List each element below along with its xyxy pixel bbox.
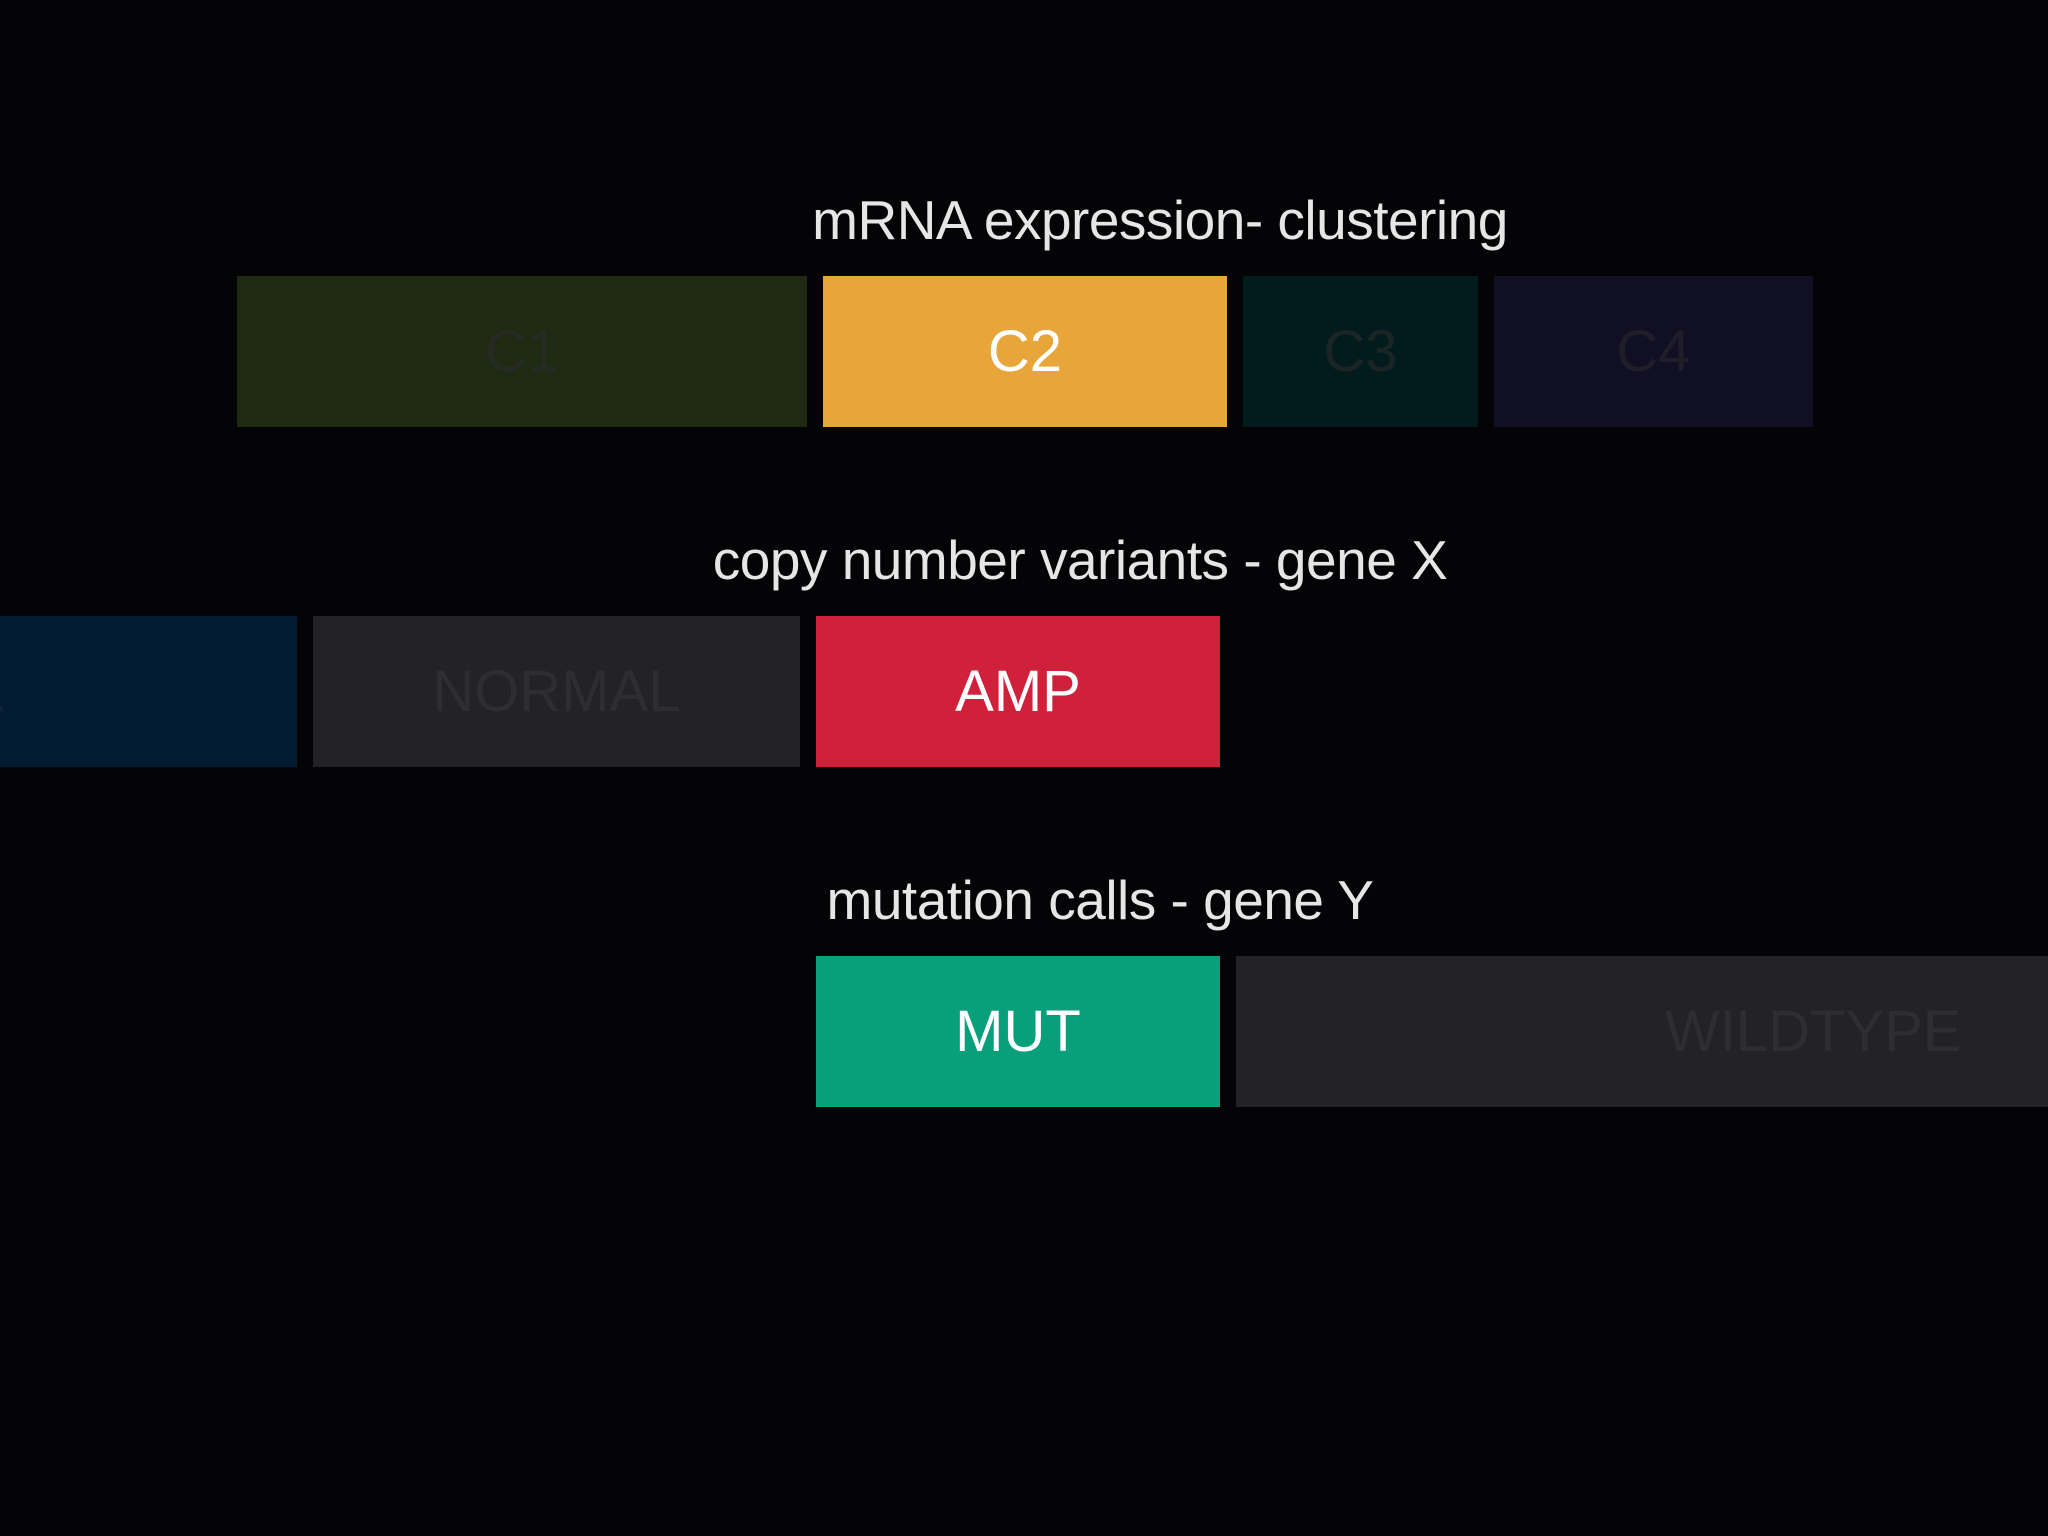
cluster-c2-block[interactable]: C2	[823, 276, 1227, 427]
cnv-loss-block[interactable]: L	[0, 616, 297, 767]
mutation-mut-label: MUT	[955, 999, 1081, 1064]
cluster-c4-label: C4	[1616, 319, 1691, 384]
cnv-loss-label: L	[0, 658, 4, 725]
cluster-c3-block[interactable]: C3	[1243, 276, 1478, 427]
mutation-mut-block[interactable]: MUT	[816, 956, 1220, 1107]
cluster-c1-label: C1	[484, 319, 560, 384]
cnv-normal-label: NORMAL	[432, 659, 681, 724]
cluster-c2-label: C2	[987, 319, 1063, 384]
cluster-c3-label: C3	[1323, 319, 1398, 384]
cluster-c1-block[interactable]: C1	[237, 276, 807, 427]
mutation-wildtype-block[interactable]: WILDTYPE	[1236, 956, 2048, 1107]
cnv-amp-block[interactable]: AMP	[816, 616, 1220, 767]
mutation-wildtype-label: WILDTYPE	[1665, 999, 1962, 1064]
cnv-normal-block[interactable]: NORMAL	[313, 616, 800, 767]
cnv-amp-label: AMP	[955, 659, 1081, 724]
cluster-c4-block[interactable]: C4	[1494, 276, 1813, 427]
mrna-expression-title: mRNA expression- clustering	[812, 189, 1508, 251]
copy-number-variants-title: copy number variants - gene X	[712, 529, 1448, 591]
mutation-calls-title: mutation calls - gene Y	[826, 869, 1374, 931]
